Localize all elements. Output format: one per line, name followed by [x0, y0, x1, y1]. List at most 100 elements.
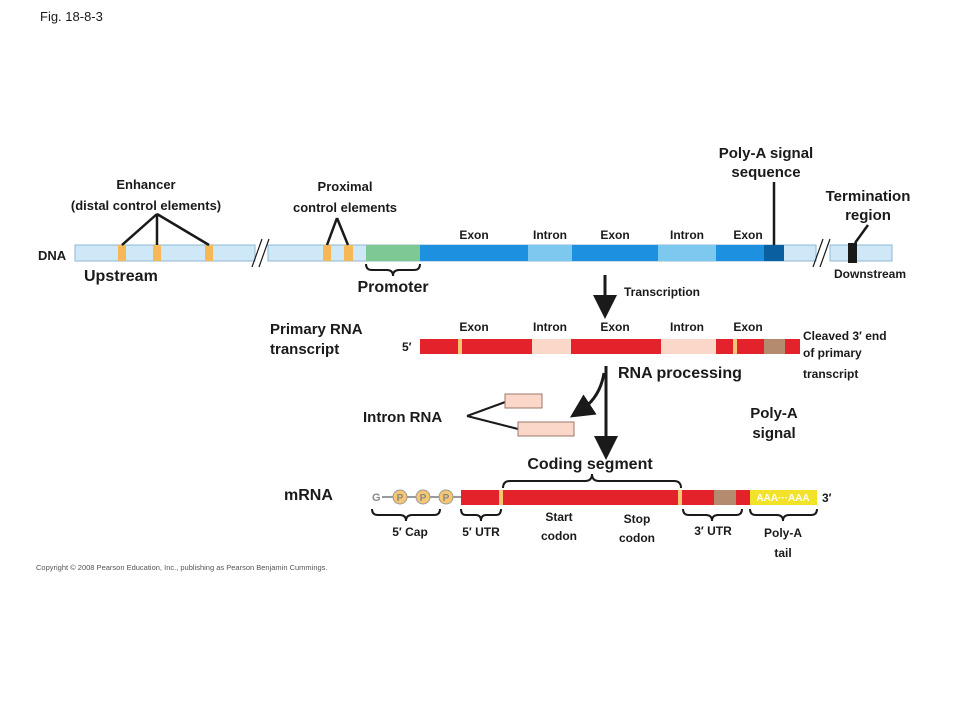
dna-region-label: Intron: [533, 228, 567, 242]
start-codon-sublabel: codon: [541, 529, 577, 543]
stop-codon-sublabel: codon: [619, 531, 655, 545]
polya-tail-text: AAA···AAA: [756, 493, 809, 504]
primary-polya-signal: [764, 339, 785, 354]
promoter-label: Promoter: [357, 279, 428, 296]
primary-region-label: Exon: [733, 320, 762, 334]
polya-tail-bracket: [749, 508, 818, 522]
figure-label: Fig. 18-8-3: [40, 9, 103, 24]
five-utr-bracket: [460, 508, 502, 522]
intron-rna-label: Intron RNA: [363, 409, 442, 426]
five-cap-label: 5′ Cap: [392, 525, 428, 539]
mrna-polya-signal: [714, 490, 736, 505]
enhancer-element: [153, 245, 161, 261]
cap-phosphate: [392, 489, 408, 505]
dna-strand: [74, 238, 893, 268]
proximal-element: [323, 245, 331, 261]
downstream-label: Downstream: [834, 267, 906, 281]
cap-guanine: G: [372, 492, 381, 504]
cap-phosphate-label: P: [397, 493, 404, 504]
dna-label: DNA: [38, 248, 67, 263]
start-codon-label: Start: [545, 510, 572, 524]
primary-intron: [532, 339, 571, 354]
intron-rna-pointer: [466, 400, 509, 417]
excised-intron: [504, 393, 543, 409]
mrna-label: mRNA: [284, 487, 333, 504]
polya-tail-label: Poly-A: [764, 526, 802, 540]
primary-region-label: Exon: [459, 320, 488, 334]
primary-region-label: Intron: [533, 320, 567, 334]
termination-sublabel: region: [845, 207, 891, 224]
proximal-pointer: [325, 217, 339, 246]
upstream-label: Upstream: [84, 268, 158, 285]
dna-intron: [658, 245, 716, 261]
cap-phosphate: [415, 489, 431, 505]
enhancer-element: [118, 245, 126, 261]
transcription-label: Transcription: [624, 285, 700, 299]
copyright-notice: Copyright © 2008 Pearson Education, Inc.…: [36, 563, 328, 572]
proximal-element: [344, 245, 353, 261]
primary-transcript-sublabel: transcript: [270, 341, 339, 358]
polya-signal-label: Poly-A: [750, 405, 798, 422]
promoter-region: [366, 245, 420, 261]
enhancer-pointer: [121, 213, 158, 246]
dna-region-label: Exon: [459, 228, 488, 242]
mrna-three-prime: 3′: [822, 491, 832, 505]
dna-region-label: Intron: [670, 228, 704, 242]
primary-transcript-label: Primary RNA: [270, 321, 363, 338]
start-codon: [499, 490, 503, 505]
cap-phosphate: [438, 489, 454, 505]
cleaved-end-sublabel: transcript: [803, 367, 858, 381]
proximal-pointer: [335, 217, 350, 246]
cleaved-end-sublabel: of primary: [803, 346, 862, 360]
break-mark: [819, 238, 831, 268]
primary-region-label: Exon: [600, 320, 629, 334]
enhancer-element: [205, 245, 213, 261]
dna-region-label: Exon: [733, 228, 762, 242]
polya-tail-sublabel: tail: [774, 546, 791, 560]
dna-exon: [420, 245, 528, 261]
mrna-strand: AAA···AAA: [461, 490, 817, 505]
dna-downstream-segment: [829, 244, 893, 262]
rna-processing-label: RNA processing: [618, 365, 742, 382]
excised-intron: [517, 421, 575, 437]
termination-pointer: [853, 224, 870, 244]
polya-signal-sequence-label: Poly-A signal: [719, 145, 813, 162]
cap-phosphate-label: P: [443, 493, 450, 504]
break-mark: [812, 238, 824, 268]
promoter-bracket: [365, 263, 421, 277]
intron-removal-arrow: [569, 372, 606, 418]
break-mark: [258, 238, 270, 268]
stop-codon: [678, 490, 682, 505]
dna-region-label: Exon: [600, 228, 629, 242]
enhancer-sublabel: (distal control elements): [71, 198, 221, 213]
dna-upstream-segment: [74, 244, 256, 262]
termination-marker: [848, 243, 857, 263]
dna-exon: [572, 245, 658, 261]
cleaved-end-label: Cleaved 3′ end: [803, 329, 887, 343]
stop-codon-label: Stop: [624, 512, 651, 526]
stop-codon-mark: [733, 339, 737, 354]
coding-segment-label: Coding segment: [527, 456, 653, 473]
dna-intron: [528, 245, 572, 261]
break-mark: [251, 238, 263, 268]
intron-rna-pointer: [466, 415, 519, 430]
cap-phosphate-label: P: [420, 493, 427, 504]
polya-signal-sequence: [764, 245, 784, 261]
coding-segment-bracket: [502, 473, 682, 489]
polya-signal-sublabel: signal: [752, 425, 795, 442]
enhancer-pointer: [156, 212, 210, 247]
three-utr-label: 3′ UTR: [694, 524, 732, 538]
proximal-sublabel: control elements: [293, 200, 397, 215]
five-utr-label: 5′ UTR: [462, 525, 500, 539]
enhancer-label: Enhancer: [116, 177, 175, 192]
mrna-cap: G P P P: [372, 489, 461, 505]
primary-region-label: Intron: [670, 320, 704, 334]
start-codon-mark: [458, 339, 462, 354]
primary-rna-strand: [420, 339, 800, 354]
three-utr-bracket: [682, 508, 743, 522]
polya-signal-sequence-sublabel: sequence: [731, 164, 800, 181]
primary-intron: [661, 339, 716, 354]
proximal-label: Proximal: [318, 179, 373, 194]
cap-bracket: [371, 508, 441, 522]
